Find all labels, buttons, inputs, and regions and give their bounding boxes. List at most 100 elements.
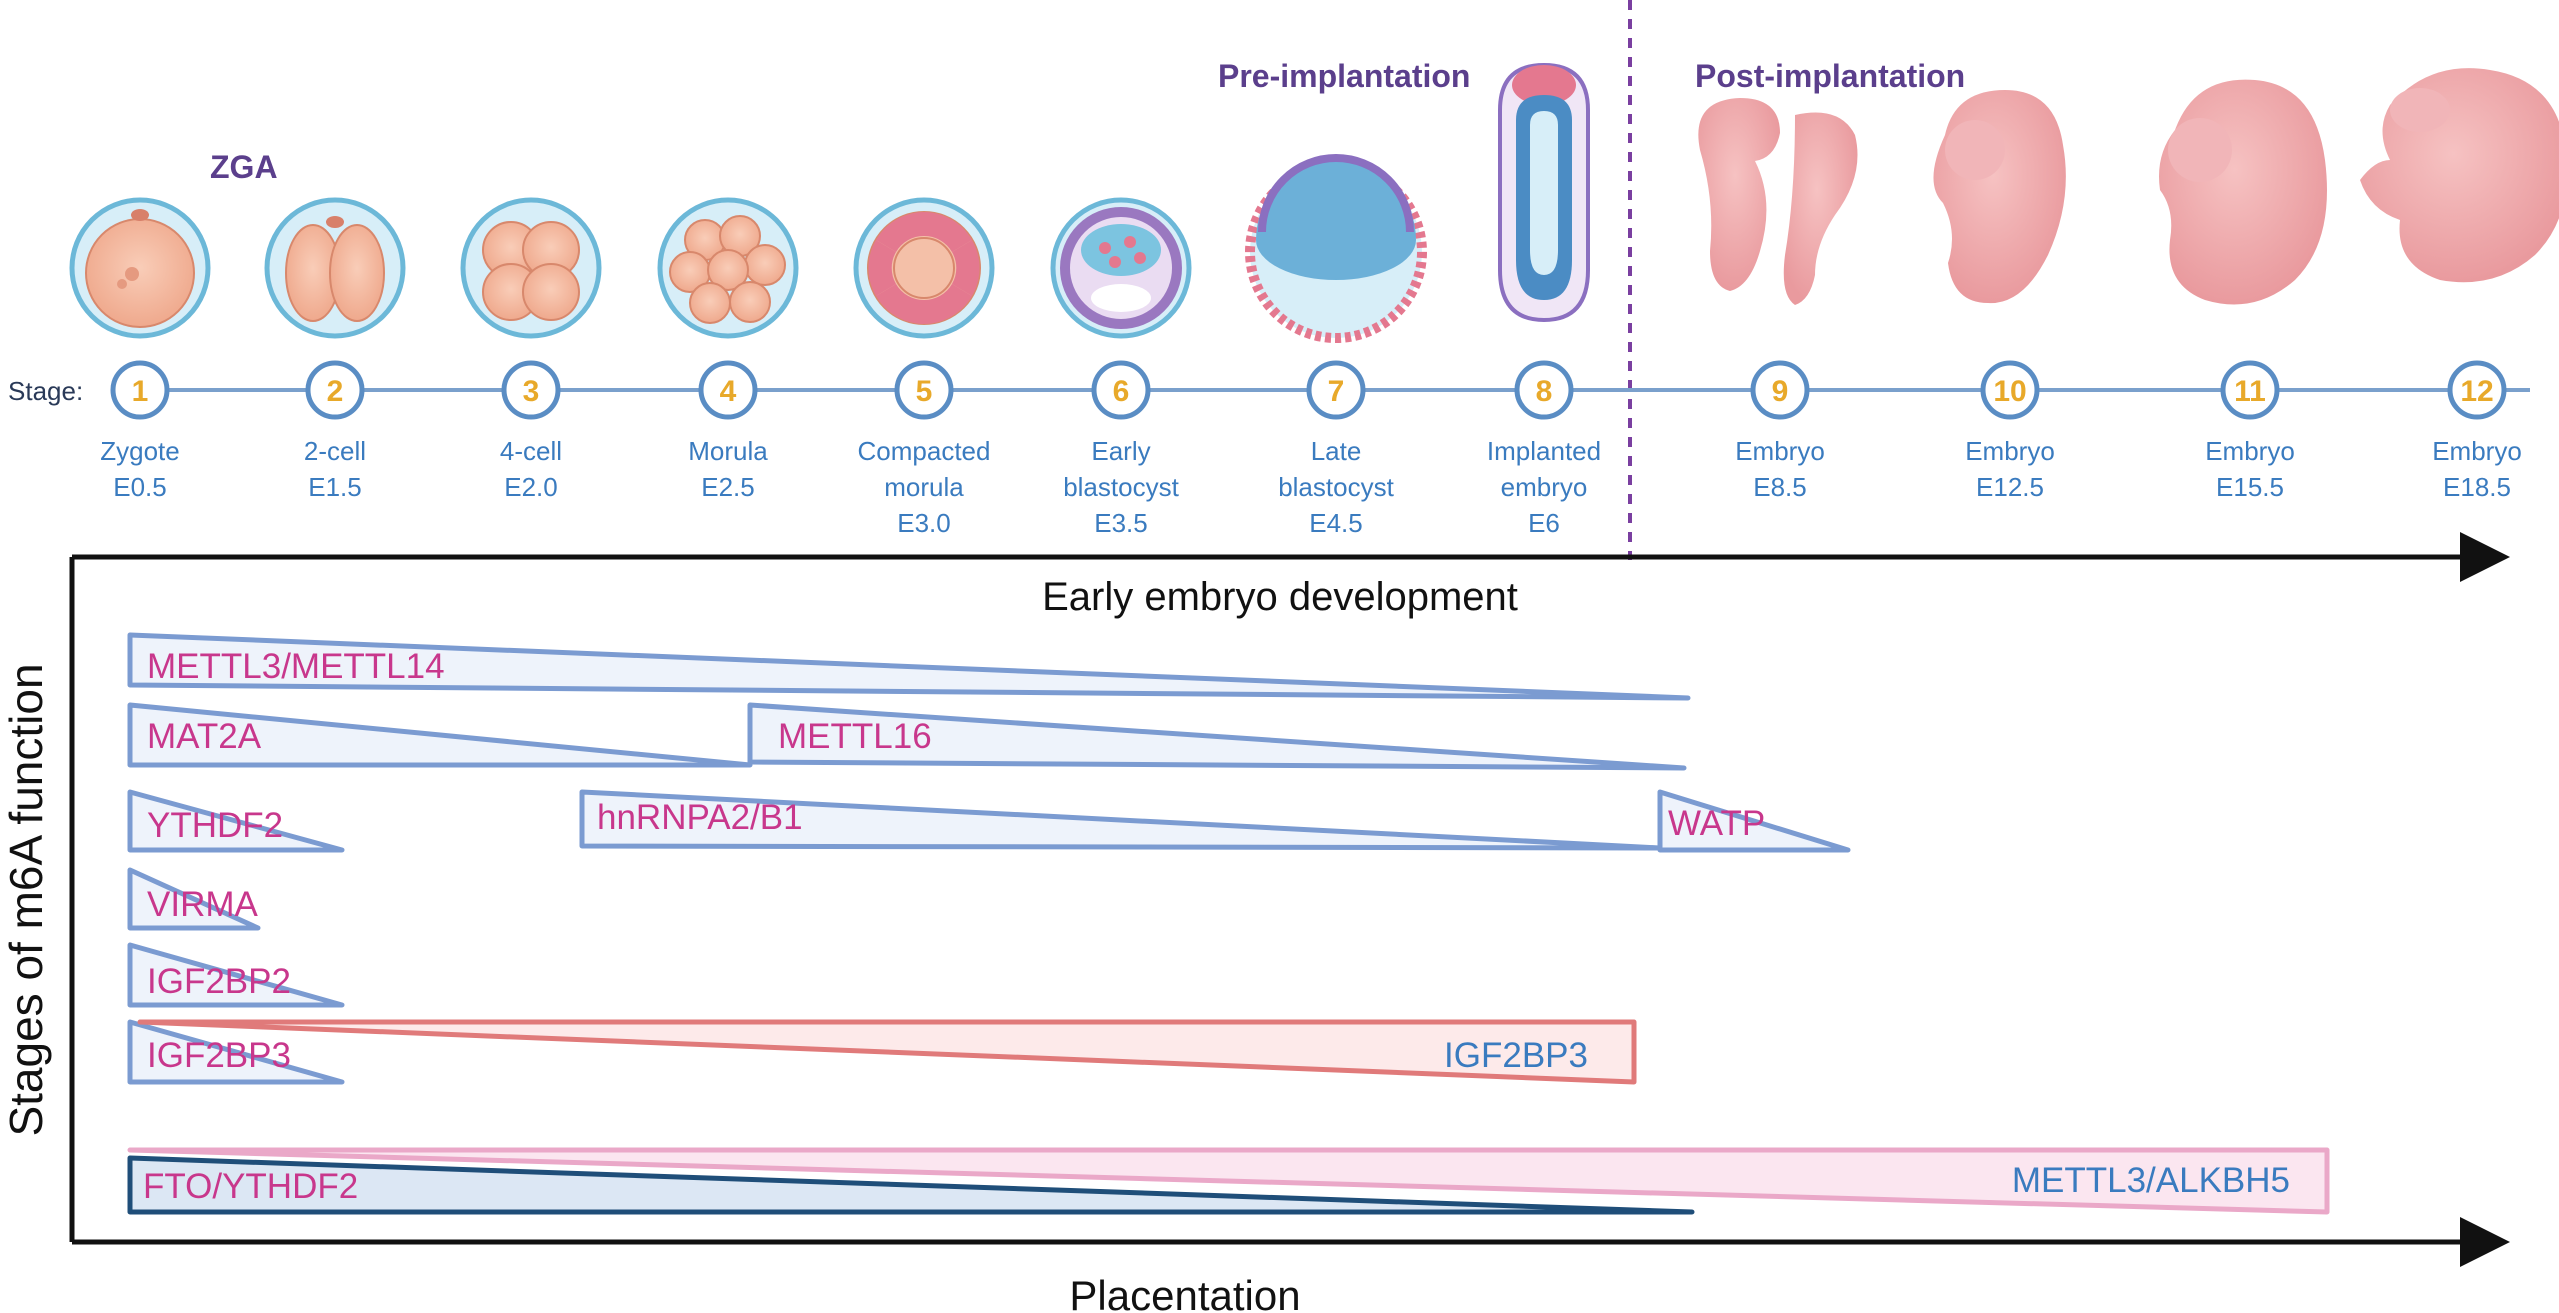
stage-name: Embryo <box>1735 436 1825 466</box>
stage-day: E8.5 <box>1753 472 1807 502</box>
gene-label: IGF2BP3 <box>147 1036 291 1075</box>
gene-wedge-2: METTL16 <box>747 702 1687 771</box>
wedge-shape <box>579 789 1663 851</box>
stage-day: E4.5 <box>1309 508 1363 538</box>
stage-number: 5 <box>916 375 933 408</box>
stage-circle <box>1306 360 1366 420</box>
stage-name: Embryo <box>2432 436 2522 466</box>
wedge-shape <box>127 1155 1695 1215</box>
wedge-shape <box>127 1019 345 1085</box>
stage-circle <box>2447 360 2507 420</box>
stage-number: 12 <box>2460 375 2493 408</box>
wedge-shape <box>137 1019 1637 1085</box>
wedge-shape <box>127 1147 2330 1215</box>
bottom-axis-label: Placentation <box>1069 1272 1300 1313</box>
stage-circle <box>698 360 758 420</box>
stage-number: 8 <box>1536 375 1553 408</box>
stage-circle <box>1514 360 1574 420</box>
late-blastocyst-icon <box>1245 154 1427 343</box>
stage-number: 1 <box>132 375 149 408</box>
gene-label: MAT2A <box>147 717 262 756</box>
gene-label: IGF2BP2 <box>147 962 291 1001</box>
compacted-morula-icon <box>853 197 995 339</box>
stage-number: 11 <box>2234 375 2266 408</box>
stage-number: 3 <box>523 375 540 408</box>
stage-number: 9 <box>1772 375 1789 408</box>
gene-label: METTL3/METTL14 <box>147 647 445 686</box>
wedge-shape <box>127 789 345 853</box>
morula-icon <box>657 197 799 339</box>
wedge-shape <box>127 867 261 931</box>
stage-number: 10 <box>1993 375 2026 408</box>
gene-wedge-4: hnRNPA2/B1 <box>579 789 1663 851</box>
gene-label: METTL3/ALKBH5 <box>2012 1161 2290 1200</box>
stage-circle <box>1750 360 1810 420</box>
implanted-embryo-icon <box>1498 62 1590 323</box>
wedge-shape <box>127 632 1691 701</box>
wedge-shape <box>127 942 345 1008</box>
stage-name: blastocyst <box>1063 472 1179 502</box>
stage-name: Zygote <box>100 436 180 466</box>
embryo-e15-5-icon <box>2159 79 2327 305</box>
gene-wedge-6: VIRMA <box>127 867 261 931</box>
stage-circle <box>305 360 365 420</box>
stage-name: embryo <box>1501 472 1588 502</box>
wedge-shape <box>747 702 1687 771</box>
x-axis-label: Early embryo development <box>1042 575 1518 619</box>
gene-label: IGF2BP3 <box>1444 1036 1588 1075</box>
stage-number: 7 <box>1328 375 1345 408</box>
gene-wedge-1: MAT2A <box>127 702 753 768</box>
stage-name: Late <box>1311 436 1362 466</box>
stage-name: morula <box>884 472 964 502</box>
wedge-shape <box>127 702 753 768</box>
four-cell-icon <box>460 197 602 339</box>
zga-label: ZGA <box>210 149 278 185</box>
stage-circle <box>501 360 561 420</box>
gene-label: WATP <box>1668 804 1765 843</box>
stage-prefix: Stage: <box>8 376 83 406</box>
stage-day: E0.5 <box>113 472 167 502</box>
stage-number: 4 <box>720 375 737 408</box>
gene-wedge-10: METTL3/ALKBH5 <box>127 1147 2330 1215</box>
gene-wedge-7: IGF2BP2 <box>127 942 345 1008</box>
stage-day: E2.5 <box>701 472 755 502</box>
embryo-e8-5-icon <box>1698 98 1858 305</box>
stage-day: E3.5 <box>1094 508 1148 538</box>
embryo-e18-5-icon <box>2360 68 2559 283</box>
gene-label: METTL16 <box>778 717 932 756</box>
stage-name: 4-cell <box>500 436 562 466</box>
stage-circle <box>110 360 170 420</box>
stage-circle <box>1980 360 2040 420</box>
stage-name: Implanted <box>1487 436 1601 466</box>
stage-day: E2.0 <box>504 472 558 502</box>
stage-name: Embryo <box>2205 436 2295 466</box>
stage-name: Early <box>1091 436 1150 466</box>
stage-circle <box>1091 360 1151 420</box>
stage-number: 6 <box>1113 375 1130 408</box>
y-axis-label: Stages of m6A function <box>0 663 52 1136</box>
early-blastocyst-icon <box>1050 197 1192 339</box>
embryo-illustrations <box>69 62 2559 343</box>
stage-day: E18.5 <box>2443 472 2511 502</box>
stage-day: E12.5 <box>1976 472 2044 502</box>
stage-number: 2 <box>327 375 344 408</box>
stage-name: Morula <box>688 436 768 466</box>
embryo-e12-5-icon <box>1933 90 2066 304</box>
gene-wedge-9: IGF2BP3 <box>137 1019 1637 1085</box>
stage-day: E1.5 <box>308 472 362 502</box>
post-implantation-label: Post-implantation <box>1695 58 1965 94</box>
stage-circle <box>2220 360 2280 420</box>
